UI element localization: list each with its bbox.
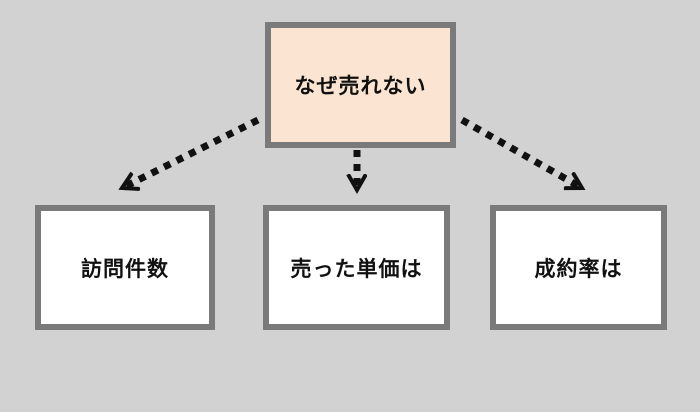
node-close-rate: 成約率は [490, 205, 667, 330]
node-root-label: なぜ売れない [294, 75, 427, 98]
dotted-arrow-right [460, 116, 582, 192]
node-visit-count: 訪問件数 [35, 205, 215, 330]
node-unit-price: 売った単価は [263, 205, 450, 330]
node-root-why-not-selling: なぜ売れない [265, 22, 456, 148]
node-unit-price-label: 売った単価は [290, 257, 423, 281]
node-close-rate-label: 成約率は [534, 257, 623, 281]
node-visit-count-label: 訪問件数 [81, 257, 169, 281]
dotted-arrow-left [122, 116, 260, 192]
